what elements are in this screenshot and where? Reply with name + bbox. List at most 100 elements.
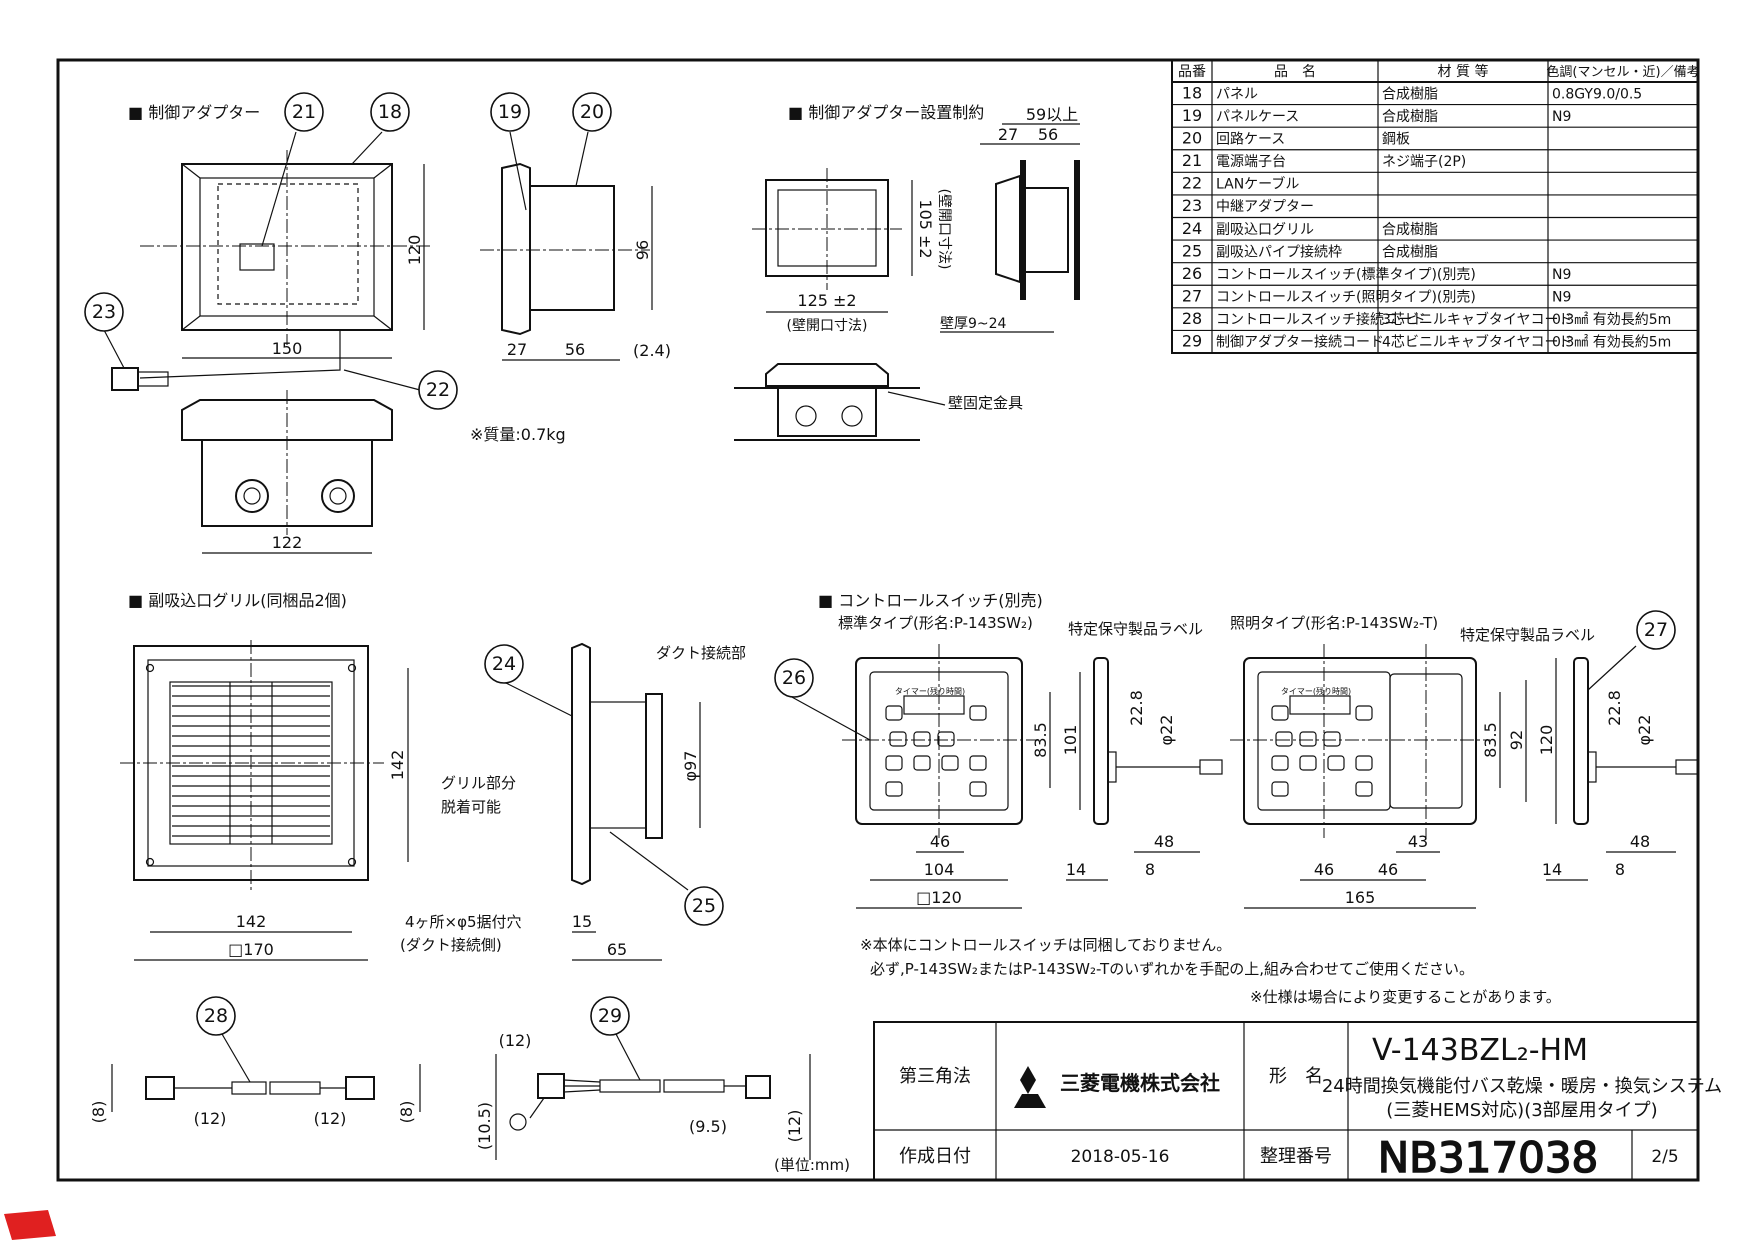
dim-56b: 56 xyxy=(1038,125,1058,144)
switch-standard-dims: 83.5 101 22.8 φ22 46 104 □120 14 8 48 xyxy=(856,672,1200,909)
grille-part-label: グリル部分 xyxy=(441,774,516,792)
switch-button-icon xyxy=(885,755,903,771)
switch-standard-side xyxy=(1093,657,1223,825)
install-side: 59以上 27 56 壁厚9~24 xyxy=(940,105,1080,333)
switch-button-icon xyxy=(1299,755,1317,771)
cord-28: (12) (12) (8) (8) xyxy=(89,1064,421,1128)
parts-table-cell: N9 xyxy=(1552,109,1571,125)
install-bracket-view: 壁固定金具 xyxy=(734,363,1023,441)
parts-table-cell: コントロールスイッチ(照明タイプ)(別売) xyxy=(1216,290,1476,306)
switch-standard-front: タイマー(残り時間) xyxy=(842,644,1036,838)
callout-29: 29 xyxy=(590,996,630,1036)
parts-table-cell: 合成樹脂 xyxy=(1382,86,1438,102)
dim-27: 27 xyxy=(507,340,527,359)
parts-table-cell: 副吸込パイプ接続枠 xyxy=(1216,243,1342,260)
parts-table-cell: 19 xyxy=(1182,106,1202,125)
note-2: 必ず,P-143SW₂またはP-143SW₂-Tのいずれかを手配の上,組み合わせ… xyxy=(870,960,1474,978)
parts-table-cell: コントロールスイッチ接続コード xyxy=(1216,311,1426,328)
switch-button-icon xyxy=(913,755,931,771)
dim-8: 8 xyxy=(1145,860,1155,879)
parts-table-cell: コントロールスイッチ(標準タイプ)(別売) xyxy=(1216,267,1476,283)
switch-button-icon xyxy=(1355,781,1373,797)
dim-59: 59以上 xyxy=(1026,105,1078,124)
grille-front-view xyxy=(120,640,384,890)
dim-170: □170 xyxy=(228,940,274,959)
note-3: ※仕様は場合により変更することがあります。 xyxy=(1250,988,1561,1006)
parts-table-cell: 27 xyxy=(1182,287,1202,306)
dim-46: 46 xyxy=(930,832,950,851)
switch-button-icon xyxy=(889,731,907,747)
dim-83-5b: 83.5 xyxy=(1481,722,1500,758)
switch-button-icon xyxy=(1275,731,1293,747)
cord28-8b: (8) xyxy=(397,1101,416,1124)
dim-142h: 142 xyxy=(236,912,267,931)
dim-97: φ97 xyxy=(681,751,700,782)
switch-button-icon xyxy=(1299,731,1317,747)
parts-table-cell: 鋼板 xyxy=(1382,131,1410,147)
svg-text:23: 23 xyxy=(92,301,116,323)
pt-head-name: 品 名 xyxy=(1274,64,1316,80)
dim-8b: 8 xyxy=(1615,860,1625,879)
parts-table-cell: 20 xyxy=(1182,128,1202,147)
switch-button-icon xyxy=(969,755,987,771)
section-adapter-title: ■ 制御アダプター xyxy=(128,103,260,122)
callout-21: 21 xyxy=(284,92,324,132)
cord-29: (12) (10.5) (9.5) (12) xyxy=(475,1031,811,1160)
dim-14b: 14 xyxy=(1542,860,1562,879)
dim-120sq: □120 xyxy=(916,888,962,907)
switch-button-icon xyxy=(913,731,931,747)
svg-text:26: 26 xyxy=(782,667,806,689)
wall-bracket-label: 壁固定金具 xyxy=(948,394,1023,412)
switch-button-icon xyxy=(1271,781,1289,797)
svg-text:24: 24 xyxy=(492,653,516,675)
model-desc-1: 24時間換気機能付バス乾燥・暖房・換気システム xyxy=(1322,1076,1722,1097)
dim-83-5: 83.5 xyxy=(1031,722,1050,758)
adapter-dims: 150 120 122 xyxy=(182,164,425,554)
dim-27b: 27 xyxy=(998,125,1018,144)
leader-lines xyxy=(103,131,1637,1083)
company-name: 三菱電機株式会社 xyxy=(1060,1071,1220,1095)
switch-button-icon xyxy=(969,705,987,721)
mitsubishi-logo-icon xyxy=(1014,1066,1046,1108)
grille-dims: 142 142 □170 4ヶ所×φ5据付穴 (ダクト接続側) グリル部分 脱着… xyxy=(134,668,522,961)
callout-18: 18 xyxy=(370,92,410,132)
dim-96: 96 xyxy=(633,240,652,260)
switch-button-icon xyxy=(1355,705,1373,721)
dim-104: 104 xyxy=(924,860,955,879)
parts-table-cell: 4芯ビニルキャブタイヤコード xyxy=(1382,334,1573,351)
pt-head-no: 品番 xyxy=(1178,64,1206,80)
callout-bubbles: 21 18 19 20 23 22 24 25 26 27 28 29 xyxy=(84,92,1676,1036)
cord28-12b: (12) xyxy=(314,1109,347,1128)
parts-table-cell: 22 xyxy=(1182,174,1202,193)
dim-43: 43 xyxy=(1408,832,1428,851)
cord29-10-5: (10.5) xyxy=(475,1102,494,1150)
dim-101: 101 xyxy=(1061,725,1080,756)
switch-button-icon xyxy=(1271,705,1289,721)
unit-note: (単位:mm) xyxy=(774,1156,850,1174)
callout-22: 22 xyxy=(418,370,458,410)
cord28-12a: (12) xyxy=(194,1109,227,1128)
adapter-side-view: 27 56 (2.4) 96 xyxy=(480,162,671,361)
callout-25: 25 xyxy=(684,886,724,926)
dim-phi22b: φ22 xyxy=(1635,715,1654,746)
parts-table-cell: 23 xyxy=(1182,196,1202,215)
callout-26: 26 xyxy=(774,658,814,698)
maint-label-std: 特定保守製品ラベル xyxy=(1068,620,1203,638)
lighting-type-label: 照明タイプ(形名:P-143SW₂-T) xyxy=(1230,614,1438,632)
svg-text:27: 27 xyxy=(1644,619,1668,641)
date-value: 2018-05-16 xyxy=(1071,1147,1170,1167)
callout-28: 28 xyxy=(196,996,236,1036)
dim-122: 122 xyxy=(272,533,303,552)
date-label: 作成日付 xyxy=(899,1146,971,1167)
dim-142v: 142 xyxy=(388,750,407,781)
parts-table-cell: 0.3㎟ 有効長約5m xyxy=(1552,312,1671,328)
dim-48b: 48 xyxy=(1630,832,1650,851)
svg-text:18: 18 xyxy=(378,101,402,123)
parts-table-cell: パネルケース xyxy=(1216,109,1299,125)
svg-text:29: 29 xyxy=(598,1005,622,1027)
switch-button-icon xyxy=(941,755,959,771)
model-label: 形 名 xyxy=(1269,1066,1323,1087)
svg-text:28: 28 xyxy=(204,1005,228,1027)
